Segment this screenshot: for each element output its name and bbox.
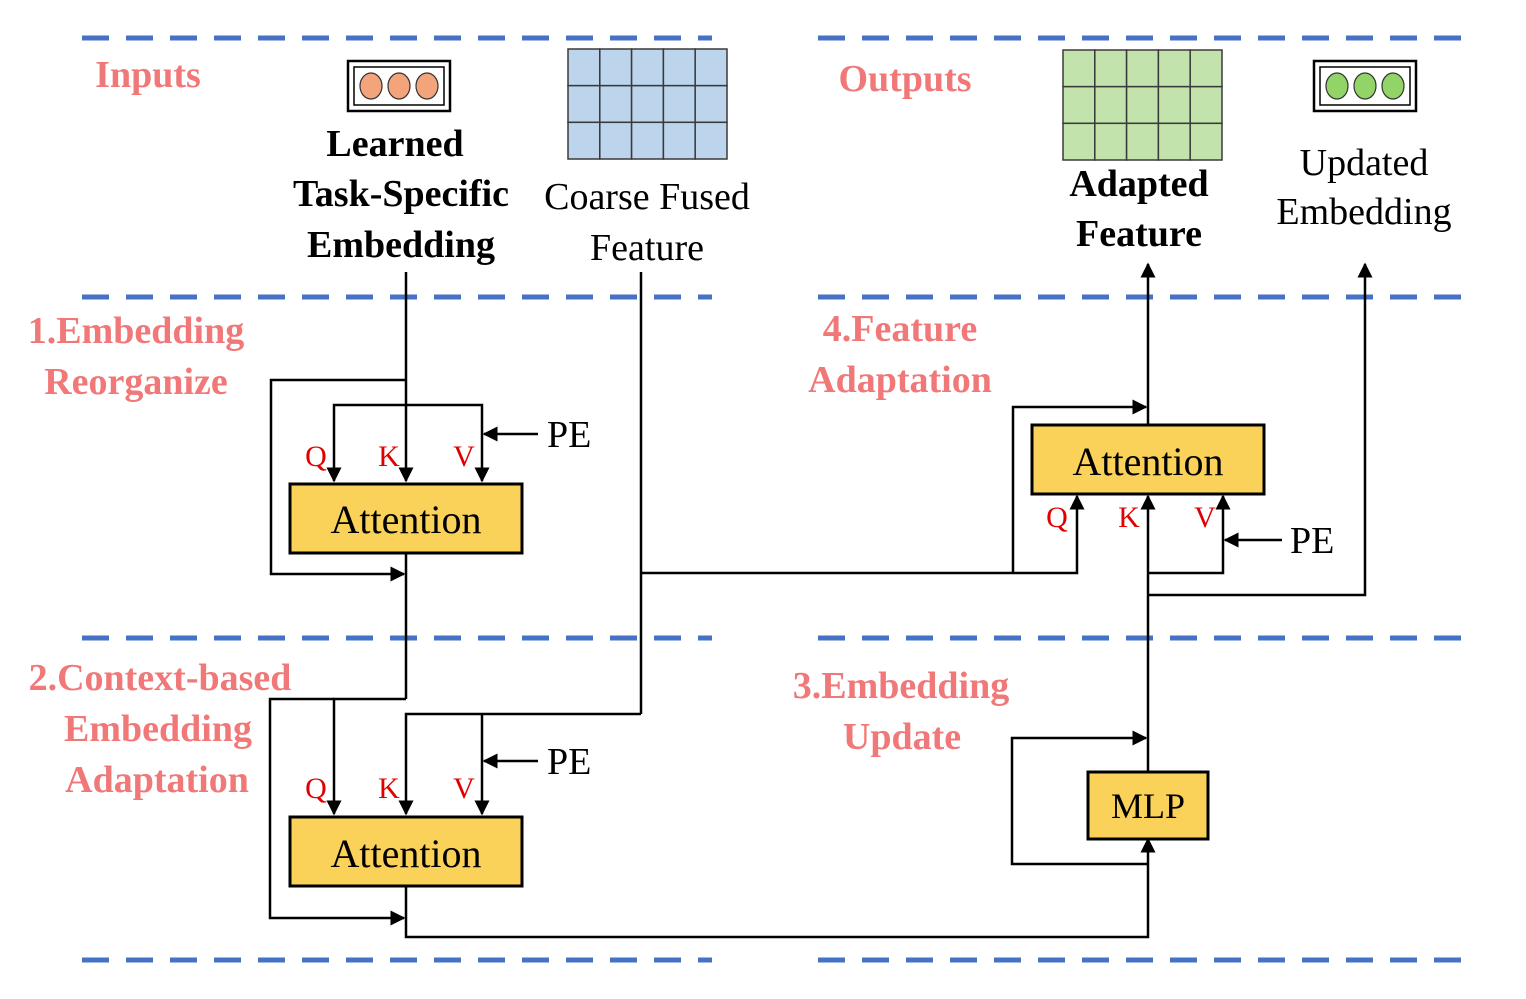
- feature-to-k2: [398, 712, 641, 816]
- mlp-block: MLP: [1086, 770, 1210, 841]
- residual-4: [1011, 399, 1148, 573]
- k-label-1: K: [378, 440, 400, 473]
- v-label-2: V: [453, 772, 475, 805]
- embedding-to-q1: [326, 403, 406, 483]
- grid-cell: [599, 121, 633, 160]
- mlp-to-v4: [1148, 494, 1231, 575]
- section-step2-line3: Adaptation: [65, 759, 249, 801]
- grid-cell: [630, 121, 665, 160]
- grid-cell: [1157, 85, 1191, 125]
- attn2-to-mlp: [404, 837, 1156, 939]
- grid-cell: [1094, 85, 1128, 125]
- section-step3-line1: 3.Embedding: [793, 665, 1009, 707]
- grid-cell: [1062, 85, 1096, 125]
- grid-cell: [662, 48, 696, 87]
- v-label-4: V: [1194, 501, 1216, 534]
- attention-4-label: Attention: [1072, 439, 1223, 484]
- attention-block-2: Attention: [288, 815, 524, 888]
- pe-label-1: PE: [547, 414, 591, 456]
- grid-cell: [1062, 122, 1096, 161]
- grid-cell: [694, 48, 728, 87]
- input-feature-label-1: Coarse Fused: [544, 176, 750, 218]
- grid-cell: [1125, 85, 1160, 125]
- grid-cell: [1094, 49, 1128, 88]
- grid-cell: [567, 121, 601, 160]
- grid-cell: [1125, 49, 1160, 88]
- output-feature-label-2: Feature: [1076, 213, 1202, 255]
- grid-cell: [1189, 49, 1223, 88]
- section-inputs: Inputs: [95, 54, 201, 96]
- mlp-to-updated-embedding: [1148, 262, 1373, 597]
- q-label-2: Q: [305, 772, 327, 805]
- section-step2-line1: 2.Context-based: [29, 657, 292, 699]
- feature-to-q4: [641, 494, 1085, 575]
- section-step4-line2: Adaptation: [808, 359, 992, 401]
- grid-cell: [1157, 49, 1191, 88]
- grid-cell: [1189, 85, 1223, 125]
- input-embedding-label-1: Learned: [326, 123, 463, 165]
- grid-cell: [567, 48, 601, 87]
- input-embedding-label-2: Task-Specific: [293, 173, 509, 215]
- attention-block-1: Attention: [288, 482, 524, 555]
- q-label-1: Q: [305, 440, 327, 473]
- output-feature-label-1: Adapted: [1069, 163, 1208, 205]
- attention-2-label: Attention: [330, 831, 481, 876]
- v-label-1: V: [453, 440, 475, 473]
- grid-cell: [694, 84, 728, 124]
- attention-block-4: Attention: [1030, 423, 1266, 496]
- mlp-label: MLP: [1111, 786, 1185, 826]
- grid-cell: [1189, 122, 1223, 161]
- output-embedding-icon: [1312, 59, 1418, 113]
- section-step1-line1: 1.Embedding: [28, 310, 244, 352]
- input-embedding-label-3: Embedding: [307, 224, 495, 266]
- grid-cell: [1125, 122, 1160, 161]
- grid-cell: [1062, 49, 1096, 88]
- attention-1-label: Attention: [330, 497, 481, 542]
- grid-cell: [1157, 122, 1191, 161]
- pe-label-4: PE: [1290, 520, 1334, 562]
- k-label-4: K: [1118, 501, 1140, 534]
- input-feature-label-2: Feature: [590, 227, 704, 269]
- input-embedding-icon: [346, 59, 452, 113]
- connectors: [268, 262, 1373, 939]
- grid-cell: [599, 84, 633, 124]
- pe-label-2: PE: [547, 741, 591, 783]
- residual-1: [269, 378, 406, 582]
- grid-cell: [599, 48, 633, 87]
- grid-cell: [694, 121, 728, 160]
- output-embedding-label-1: Updated: [1300, 142, 1429, 184]
- embedding-to-v1: [406, 403, 490, 483]
- grid-cell: [630, 48, 665, 87]
- grid-cell: [662, 121, 696, 160]
- k-label-2: K: [378, 772, 400, 805]
- grid-cell: [1094, 122, 1128, 161]
- grid-cell: [662, 84, 696, 124]
- section-outputs: Outputs: [838, 58, 971, 100]
- grid-cell: [630, 84, 665, 124]
- section-step3-line2: Update: [843, 716, 961, 758]
- section-step4-line1: 4.Feature: [823, 308, 977, 350]
- output-feature-grid: [1062, 49, 1223, 161]
- section-step1-line2: Reorganize: [44, 361, 228, 403]
- q-label-4: Q: [1046, 501, 1068, 534]
- section-step2-line2: Embedding: [64, 708, 252, 750]
- residual-2: [268, 697, 406, 926]
- output-embedding-label-2: Embedding: [1276, 191, 1451, 233]
- residual-3: [1010, 730, 1148, 866]
- grid-cell: [567, 84, 601, 124]
- input-feature-grid: [567, 48, 728, 160]
